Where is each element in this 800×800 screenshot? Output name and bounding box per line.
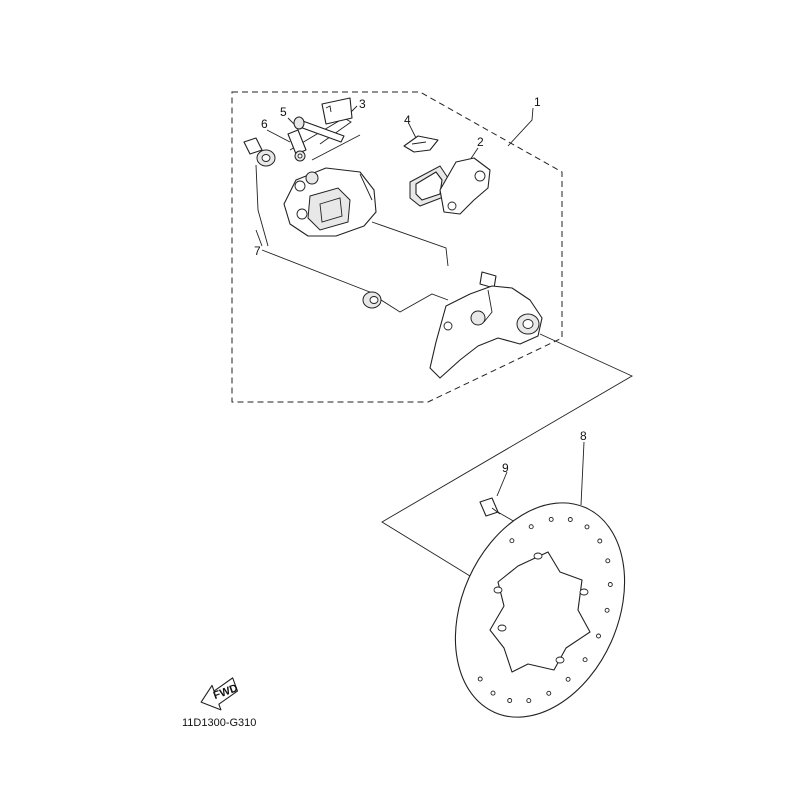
callout-3: 3 <box>359 97 366 111</box>
disc-drill-hole <box>509 538 515 544</box>
disc-drill-hole <box>528 524 534 530</box>
callout-2: 2 <box>477 135 484 149</box>
disc-drill-hole <box>567 517 573 522</box>
rear-brake-disc <box>454 502 626 718</box>
disc-drill-hole <box>605 558 611 564</box>
callout-1: 1 <box>534 95 541 109</box>
disc-drill-hole <box>607 582 613 587</box>
caliper-guide-bolt <box>243 137 276 167</box>
disc-drill-hole <box>546 690 552 696</box>
callout-6: 6 <box>261 117 268 131</box>
disc-mounting-hole <box>497 624 507 632</box>
diagram-code: 11D1300-G310 <box>182 717 256 729</box>
disc-mounting-hole <box>555 656 565 664</box>
guide-pin-boot <box>362 291 382 309</box>
caliper-assembly-boundary <box>231 91 563 403</box>
disc-drill-hole <box>565 676 571 682</box>
disc-drill-hole <box>584 524 590 530</box>
disc-mounting-hole <box>579 588 589 596</box>
disc-drill-hole <box>526 698 532 704</box>
disc-drill-hole <box>507 698 513 703</box>
callout-8: 8 <box>580 429 587 443</box>
callout-4: 4 <box>404 113 411 127</box>
pad-pin <box>293 116 345 143</box>
callout-5: 5 <box>280 105 287 119</box>
disc-mounting-hole <box>493 586 503 594</box>
caliper-bracket <box>429 271 543 379</box>
disc-drill-hole <box>597 538 603 544</box>
pad-clip-plate <box>321 97 353 125</box>
callout-labels: 1 2 3 4 5 6 7 8 9 <box>254 95 587 475</box>
disc-drill-hole <box>596 633 601 639</box>
disc-drill-hole <box>548 516 554 522</box>
disc-mounting-hole <box>533 552 543 560</box>
brake-pad-set <box>409 157 491 215</box>
brake-disc-bolt <box>479 497 501 517</box>
disc-drill-hole <box>490 690 496 696</box>
forward-direction-arrow-icon: FWD <box>200 677 240 711</box>
brake-caliper-body <box>283 167 377 237</box>
disc-drill-hole <box>477 676 483 682</box>
disc-drill-hole <box>582 657 588 663</box>
pad-spring <box>403 135 439 153</box>
bleed-screw <box>287 129 307 162</box>
callout-7: 7 <box>254 244 261 258</box>
callout-9: 9 <box>502 461 509 475</box>
disc-drill-hole <box>604 607 610 613</box>
